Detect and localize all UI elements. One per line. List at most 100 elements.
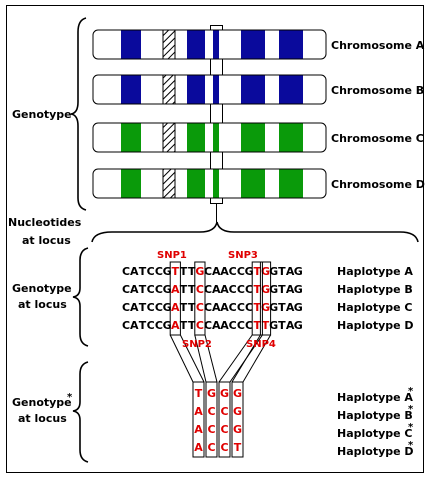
chromosome-band: [241, 75, 265, 104]
snp1-label: SNP1: [157, 250, 187, 261]
nucleotide: T: [278, 301, 286, 314]
nucleotide: G: [163, 283, 172, 296]
chromosome-band: [187, 75, 205, 104]
snp-base: T: [254, 319, 262, 332]
nucleotide: G: [163, 265, 172, 278]
haplotype-label: Haplotype D: [337, 319, 414, 332]
nucleotides-label-line2: at locus: [22, 234, 71, 247]
chromosome-band: [279, 30, 303, 59]
snp-base: G: [261, 265, 270, 278]
genotype-brace: [70, 17, 87, 211]
snp-base: T: [254, 301, 262, 314]
chromosome-c: Chromosome C: [92, 122, 424, 153]
nucleotide: C: [204, 283, 212, 296]
nucleotide: A: [212, 301, 221, 314]
nucleotide: C: [122, 301, 130, 314]
snp1-column-box: [169, 261, 181, 336]
nucleotide: G: [163, 319, 172, 332]
chromosome-band: [187, 30, 205, 59]
reduced-base: C: [220, 405, 228, 418]
chromosome-band: [187, 169, 205, 198]
nucleotide: A: [220, 265, 229, 278]
chromosome-label: Chromosome B: [331, 84, 424, 97]
chromosome-band: [187, 123, 205, 152]
nucleotide: G: [294, 283, 303, 296]
nucleotide: A: [130, 265, 139, 278]
nucleotide: A: [130, 283, 139, 296]
reduced-base: C: [207, 405, 215, 418]
genotype-locus-label-line2: at locus: [18, 298, 67, 311]
chromosome-outline: [92, 74, 327, 105]
snp-base: G: [261, 301, 270, 314]
haplotype-label: Haplotype A: [337, 265, 413, 278]
snp4-column-box: [259, 261, 272, 336]
genotype-star-label-line2: at locus: [18, 412, 67, 425]
nucleotide: T: [278, 319, 286, 332]
nucleotide: A: [130, 301, 139, 314]
snp-connector-line: [218, 334, 253, 383]
chromosome-band: [213, 169, 219, 198]
nucleotide: A: [286, 319, 295, 332]
nucleotide: T: [180, 301, 188, 314]
nucleotide: C: [245, 301, 253, 314]
chromosome-label: Chromosome A: [331, 39, 425, 52]
reduced-base: G: [233, 387, 242, 400]
chromosome-band: [241, 169, 265, 198]
nucleotide: G: [269, 301, 278, 314]
chromosome-band: [241, 30, 265, 59]
snp-connector-line: [204, 334, 218, 383]
reduced-haplotype-label: Haplotype C: [337, 427, 413, 440]
nucleotide: C: [147, 319, 155, 332]
snp-connector-line: [169, 334, 194, 383]
snp2-label: SNP2: [182, 339, 212, 350]
hatched-band: [162, 29, 176, 60]
reduced-base: C: [207, 441, 215, 454]
reduced-base: A: [194, 441, 203, 454]
nucleotide: G: [294, 265, 303, 278]
hatched-band: [162, 74, 176, 105]
nucleotide: C: [147, 265, 155, 278]
nucleotide: T: [188, 283, 196, 296]
chromosome-band: [279, 123, 303, 152]
snp-base: T: [254, 283, 262, 296]
nucleotide: T: [188, 301, 196, 314]
nucleotide: C: [237, 319, 245, 332]
chromosome-band: [213, 75, 219, 104]
snp-base: A: [171, 283, 180, 296]
nucleotide: A: [220, 319, 229, 332]
haplotype-asterisk: *: [408, 404, 414, 415]
nucleotides-brace: [91, 221, 419, 243]
snp-connector-line: [231, 334, 261, 383]
snp2-column-box: [194, 261, 206, 336]
nucleotide: T: [139, 265, 147, 278]
nucleotide: G: [245, 265, 254, 278]
snp-base: T: [254, 265, 262, 278]
snp-connector-line: [242, 334, 272, 383]
chromosome-a: Chromosome A: [92, 29, 425, 60]
chromosome-band: [279, 169, 303, 198]
hatched-band: [162, 122, 176, 153]
chromosome-band: [213, 123, 219, 152]
nucleotide: A: [286, 301, 295, 314]
snp-base: C: [196, 283, 204, 296]
chromosome-outline: [92, 122, 327, 153]
nucleotide: A: [212, 283, 221, 296]
nucleotide: A: [212, 319, 221, 332]
genotype-star-label-line1: Genotype: [12, 396, 72, 409]
haplotype-label: Haplotype B: [337, 283, 413, 296]
nucleotide: C: [155, 265, 163, 278]
reduced-base: T: [234, 441, 242, 454]
haplotype-asterisk: *: [408, 386, 414, 397]
nucleotide: C: [155, 301, 163, 314]
nucleotide: A: [212, 265, 221, 278]
nucleotide: C: [245, 319, 253, 332]
reduced-base: A: [194, 423, 203, 436]
reduced-column-box: [231, 381, 244, 458]
snp-connector-line: [179, 334, 205, 383]
nucleotide: C: [147, 301, 155, 314]
reduced-base: G: [220, 387, 229, 400]
genotype-locus-brace: [72, 247, 89, 347]
